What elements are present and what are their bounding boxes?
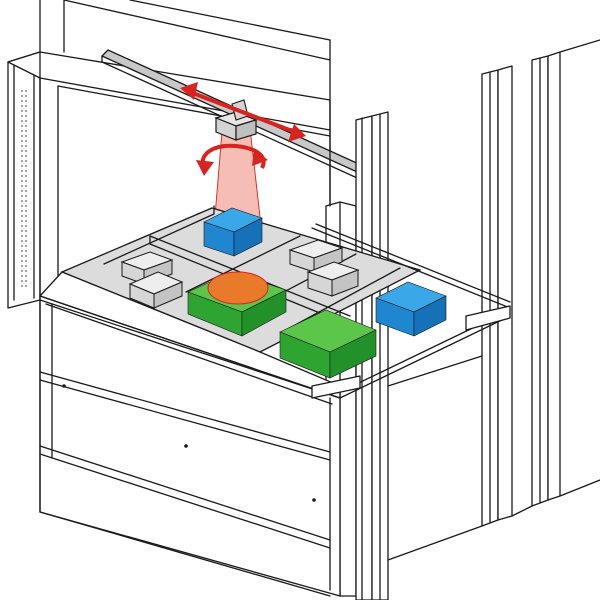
blue-sample-box-right xyxy=(375,281,447,337)
lower-cabinet xyxy=(39,299,483,597)
left-post-perforations xyxy=(21,90,27,290)
blue-sample-box-back xyxy=(203,207,263,257)
rotation-arrow-icon xyxy=(196,143,268,176)
front-frame xyxy=(39,77,331,301)
left-post xyxy=(7,51,41,309)
cabinet-screw xyxy=(184,444,188,448)
double-arrow-icon xyxy=(180,82,306,142)
green-sample-box-front xyxy=(279,309,377,379)
gray-sample-box xyxy=(306,261,360,297)
right-columns xyxy=(325,39,600,600)
gray-sample-box xyxy=(128,271,184,309)
cabinet-screw xyxy=(312,498,316,502)
top-header xyxy=(7,51,331,131)
cabinet-screw xyxy=(62,384,66,388)
gray-sample-box xyxy=(288,239,344,273)
scan-spot xyxy=(207,271,269,305)
